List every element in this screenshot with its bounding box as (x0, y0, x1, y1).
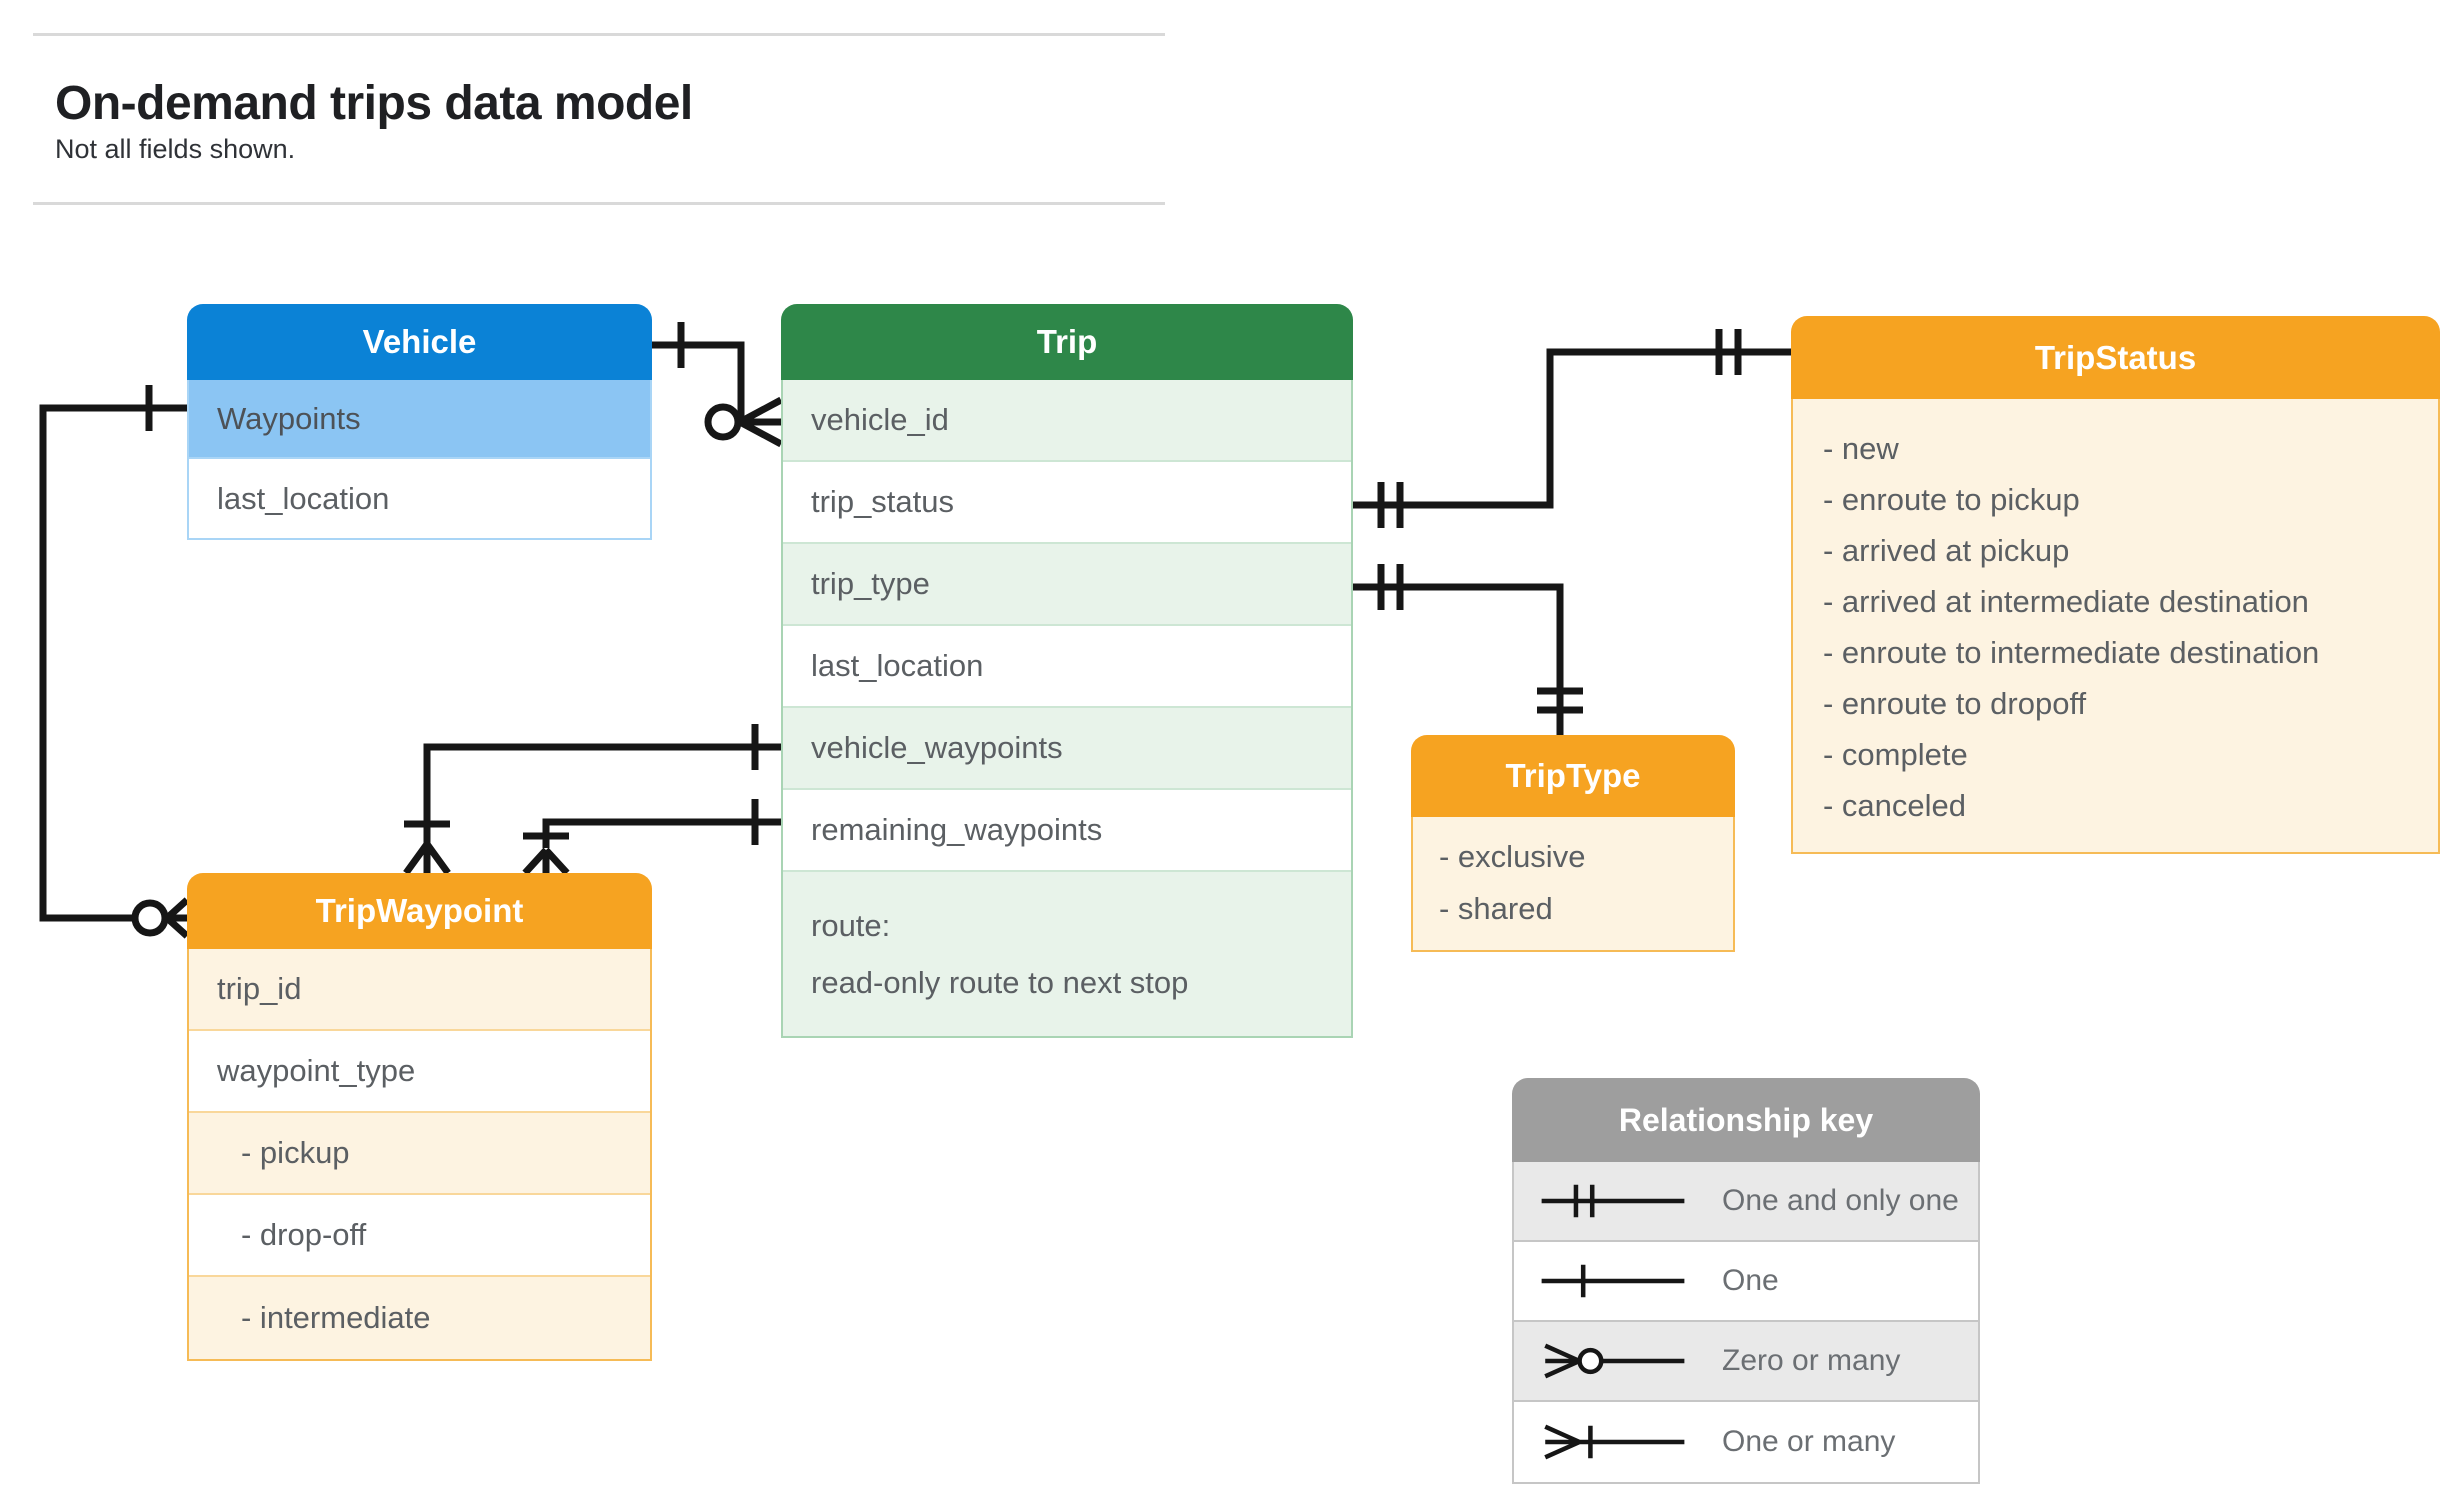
trip-row-trip-status: trip_status (783, 462, 1351, 544)
legend-row-one: One (1514, 1242, 1978, 1322)
one-and-only-one-tick-icon (1377, 482, 1404, 528)
vehicle-row-waypoints: Waypoints (189, 380, 650, 459)
tripstatus-value: - arrived at pickup (1823, 533, 2070, 568)
connector-trip-vehicle-waypoints-to-tripwaypoint (403, 724, 781, 876)
connector-trip-type-to-triptype (1353, 564, 1583, 735)
tripwaypoint-row-trip-id: trip_id (189, 949, 650, 1031)
tripstatus-value: - new (1823, 431, 1899, 466)
page-subtitle: Not all fields shown. (55, 134, 296, 164)
zero-circle-icon (131, 899, 169, 937)
legend-row-zero-or-many: Zero or many (1514, 1322, 1978, 1402)
connector-vehicle-to-trip-vehicle-id (652, 322, 783, 448)
one-icon (1541, 1264, 1685, 1298)
legend-label: One and only one (1722, 1184, 1959, 1217)
tripwaypoint-row-intermediate: - intermediate (189, 1277, 650, 1359)
crow-foot-icon (164, 897, 190, 939)
trip-row-vehicle-id: vehicle_id (783, 380, 1351, 462)
legend-row-one-or-many: One or many (1514, 1402, 1978, 1482)
trip-row-remaining-waypoints: remaining_waypoints (783, 790, 1351, 872)
trip-row-last-location: last_location (783, 626, 1351, 708)
triptype-values: - exclusive - shared (1411, 817, 1735, 952)
one-or-many-icon (1544, 1424, 1685, 1460)
tripwaypoint-row-waypoint-type: waypoint_type (189, 1031, 650, 1113)
trip-row-trip-type: trip_type (783, 544, 1351, 626)
crow-foot-icon (522, 847, 570, 876)
connector-vehicle-waypoints-to-tripwaypoint (39, 385, 190, 939)
vehicle-row-last-location: last_location (189, 459, 650, 538)
legend-row-one-and-only-one: One and only one (1514, 1162, 1978, 1242)
trip-row-route: route: read-only route to next stop (783, 872, 1351, 1036)
legend-label: Zero or many (1722, 1344, 1901, 1377)
zero-circle-icon (704, 403, 742, 441)
tripstatus-value: - enroute to dropoff (1823, 686, 2087, 721)
page-title: On-demand trips data model (55, 77, 693, 130)
tripwaypoint-row-drop-off: - drop-off (189, 1195, 650, 1277)
crow-foot-icon (738, 396, 783, 448)
entity-tripwaypoint: TripWaypoint trip_id waypoint_type - pic… (187, 873, 652, 1361)
tripwaypoint-row-pickup: - pickup (189, 1113, 650, 1195)
route-label: route: (811, 908, 891, 943)
tripstatus-value: - enroute to pickup (1823, 482, 2080, 517)
tripstatus-value: - enroute to intermediate destination (1823, 635, 2320, 670)
one-and-only-one-tick-icon (1715, 329, 1742, 375)
top-divider (33, 33, 1165, 36)
route-description: read-only route to next stop (811, 965, 1189, 1000)
title-bottom-divider (33, 202, 1165, 205)
connector-trip-status-to-tripstatus (1353, 329, 1791, 528)
connector-trip-remaining-waypoints-to-tripwaypoint (522, 799, 781, 876)
relationship-key: Relationship key One and only one One (1512, 1078, 1980, 1484)
crow-foot-icon (403, 841, 451, 876)
triptype-value: - shared (1439, 891, 1553, 926)
entity-tripstatus: TripStatus - new - enroute to pickup - a… (1791, 316, 2440, 854)
entity-triptype-header: TripType (1411, 735, 1735, 817)
relationship-key-header: Relationship key (1512, 1078, 1980, 1162)
one-and-only-one-tick-icon (1537, 687, 1583, 714)
tripstatus-value: - arrived at intermediate destination (1823, 584, 2309, 619)
tripstatus-value: - canceled (1823, 788, 1967, 823)
entity-trip: Trip vehicle_id trip_status trip_type la… (781, 304, 1353, 1038)
entity-tripwaypoint-header: TripWaypoint (187, 873, 652, 949)
zero-or-many-icon (1544, 1343, 1685, 1379)
entity-vehicle-header: Vehicle (187, 304, 652, 380)
entity-triptype: TripType - exclusive - shared (1411, 735, 1735, 952)
trip-row-vehicle-waypoints: vehicle_waypoints (783, 708, 1351, 790)
tripstatus-values: - new - enroute to pickup - arrived at p… (1791, 399, 2440, 854)
legend-label: One or many (1722, 1425, 1896, 1458)
entity-tripstatus-header: TripStatus (1791, 316, 2440, 399)
entity-vehicle: Vehicle Waypoints last_location (187, 304, 652, 540)
one-and-only-one-icon (1541, 1184, 1685, 1218)
entity-trip-header: Trip (781, 304, 1353, 380)
one-and-only-one-tick-icon (1377, 564, 1404, 610)
triptype-value: - exclusive (1439, 839, 1586, 874)
tripstatus-value: - complete (1823, 737, 1968, 772)
legend-label: One (1722, 1264, 1779, 1297)
